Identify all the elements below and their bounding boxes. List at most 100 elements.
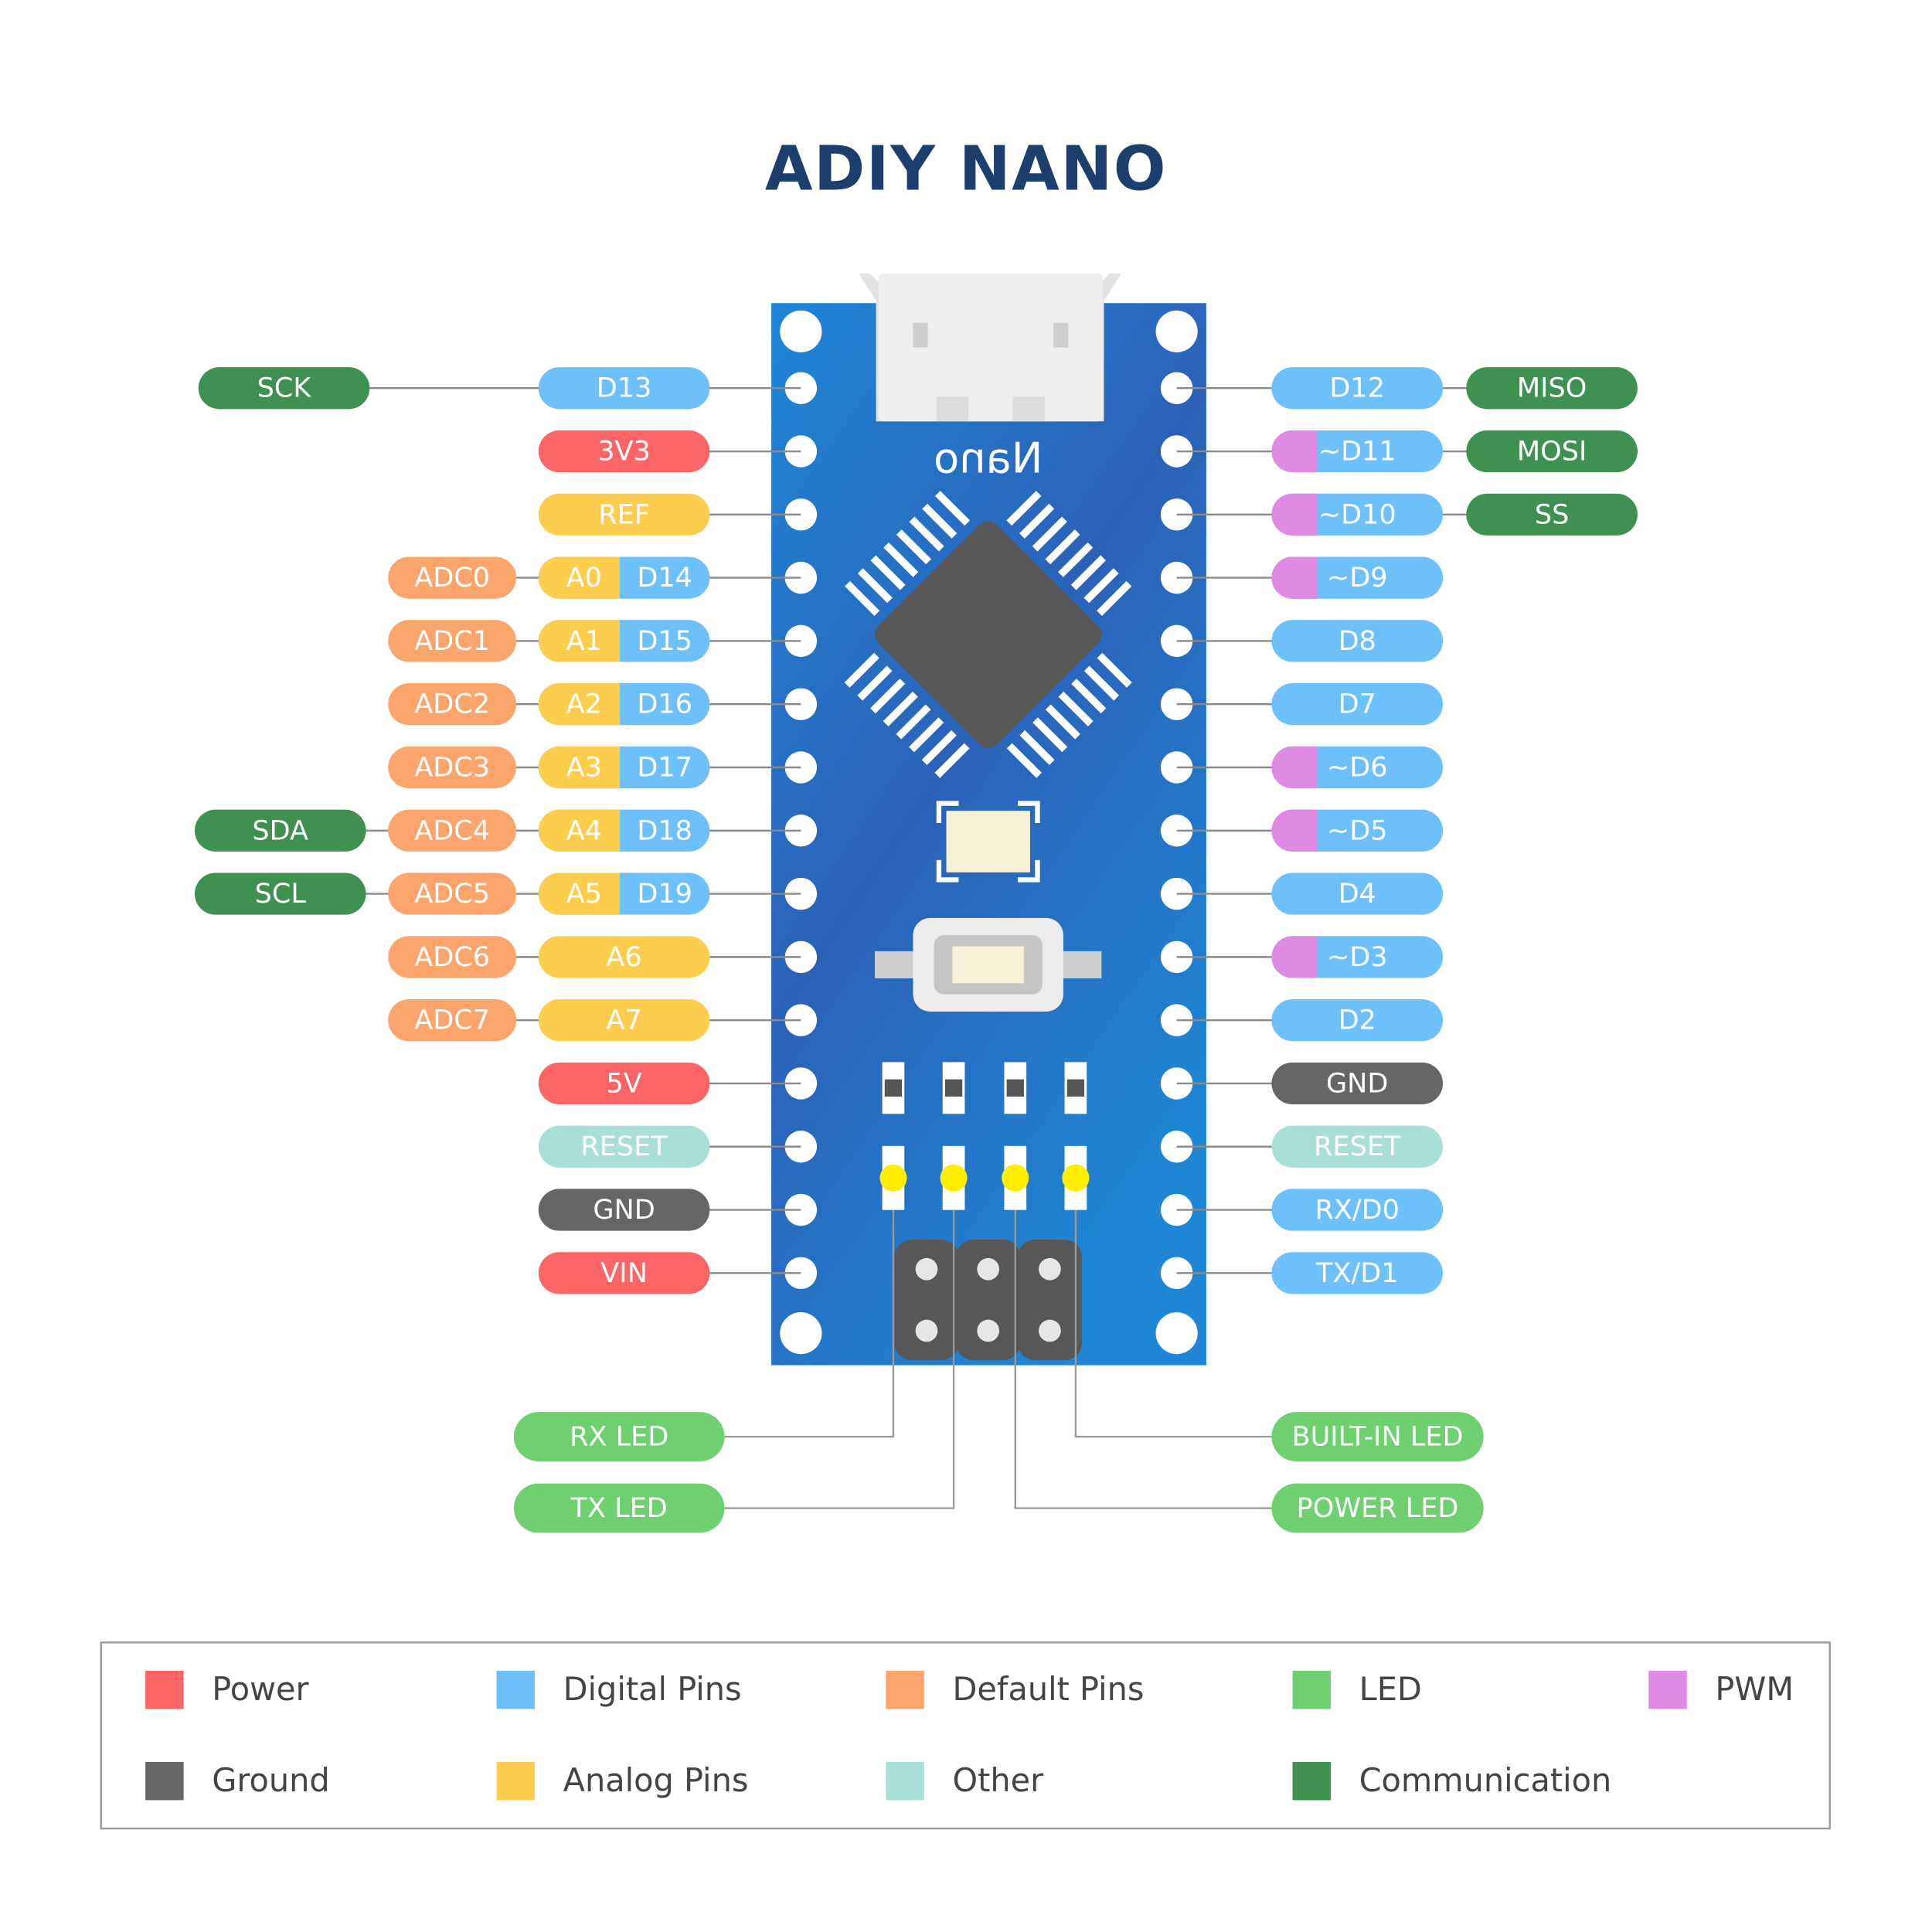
resistor-band — [1006, 1079, 1024, 1097]
legend-label-analog: Analog Pins — [563, 1762, 749, 1799]
led-label-rx-led — [513, 1412, 725, 1461]
legend-box — [100, 1641, 1831, 1830]
pin-hole — [784, 815, 818, 847]
pwm-marker-cap — [1271, 493, 1314, 536]
pwm-marker-cap — [1271, 809, 1314, 852]
pin-label-analog-cap — [538, 746, 580, 789]
pin-label-adc2 — [388, 683, 517, 726]
led-connector-line — [724, 1209, 895, 1438]
pin-label-analog-cap — [538, 556, 580, 599]
pin-text-adc1: ADC1 — [414, 625, 490, 657]
led-label-tx-led — [513, 1483, 725, 1533]
usb-connector — [878, 273, 1103, 422]
pin-text-a2: A2 — [566, 689, 602, 720]
pin-hole — [784, 561, 818, 594]
pin-text-d17: D17 — [637, 751, 692, 783]
pin-hole — [784, 940, 818, 974]
page-title: ADIY NANO — [764, 133, 1168, 205]
resistor-band — [1066, 1079, 1085, 1097]
chip-leg — [883, 542, 919, 577]
pin-label-d7 — [1271, 683, 1444, 726]
pin-label-reset — [538, 1125, 710, 1168]
chip-leg — [934, 743, 970, 778]
chip-leg — [1045, 704, 1080, 740]
pin-text-pwm-d10: ~D10 — [1318, 498, 1396, 530]
pin-text-adc7: ADC7 — [414, 1005, 490, 1036]
pin-hole — [784, 372, 818, 404]
board-label: Nano — [934, 434, 1043, 483]
chip-leg — [1006, 743, 1042, 778]
legend-label-default: Default Pins — [952, 1671, 1144, 1708]
pin-label-sda — [194, 809, 366, 852]
pin-hole — [784, 435, 818, 468]
chip-leg — [934, 491, 971, 526]
legend-label-power: Power — [212, 1671, 309, 1708]
chip-leg — [845, 580, 880, 616]
mounting-hole — [1155, 1312, 1198, 1355]
legend-swatch-communication — [1292, 1761, 1331, 1801]
crystal-outline — [936, 801, 1040, 883]
icsp-pin — [1039, 1257, 1061, 1281]
pin-text-a6: A6 — [606, 941, 641, 973]
pin-text-d18: D18 — [637, 815, 692, 846]
legend-swatch-default — [886, 1671, 924, 1709]
chip-leg — [1032, 717, 1068, 753]
pin-label-adc6 — [388, 936, 517, 978]
pin-hole — [784, 624, 818, 658]
pin-hole — [784, 877, 818, 910]
led-label-power-led — [1271, 1483, 1484, 1533]
pin-label-tx/d1 — [1271, 1252, 1444, 1294]
chip-leg — [1019, 503, 1055, 539]
mounting-hole — [780, 310, 822, 352]
pin-label-a6 — [538, 936, 710, 978]
led-light-icon — [940, 1164, 968, 1192]
led-connector-line — [724, 1209, 955, 1509]
pwm-marker-cap — [1271, 556, 1314, 599]
chip-leg — [1032, 516, 1067, 552]
pin-text-a0: A0 — [566, 562, 602, 594]
pin-hole — [784, 688, 818, 720]
pin-text-d15: D15 — [637, 625, 692, 657]
pin-text-reset: RESET — [1314, 1131, 1401, 1162]
pin-text-pwm-d11: ~D11 — [1318, 436, 1396, 468]
pin-text-d12: D12 — [1329, 372, 1385, 404]
chip-leg — [909, 717, 944, 753]
chip-leg — [1083, 568, 1119, 604]
pin-text-tx/d1: TX/D1 — [1315, 1257, 1399, 1289]
pin-text-3v3: 3V3 — [597, 436, 651, 468]
pin-text-ref: REF — [598, 498, 650, 530]
pin-text-ss: SS — [1535, 498, 1570, 530]
pin-label-vin — [538, 1252, 710, 1294]
legend-label-other: Other — [952, 1762, 1044, 1799]
pin-label-d2 — [1271, 999, 1444, 1042]
pin-text-sck: SCK — [257, 372, 312, 404]
pin-text-d14: D14 — [637, 562, 692, 594]
pin-text-a5: A5 — [566, 878, 602, 910]
chip-leg — [921, 730, 957, 766]
icsp-header — [894, 1239, 959, 1361]
icsp-header — [956, 1239, 1021, 1361]
icsp-pin — [977, 1257, 1000, 1281]
pin-label-adc1 — [388, 620, 517, 662]
pin-text-adc2: ADC2 — [414, 689, 490, 720]
chip-leg — [922, 503, 957, 539]
chip-leg — [1058, 542, 1094, 577]
pin-label-d13 — [538, 367, 710, 410]
usb-pad-icon — [1012, 396, 1046, 422]
pin-text-5v: 5V — [606, 1067, 641, 1099]
pin-label-adc0 — [388, 556, 517, 599]
pin-text-d4: D4 — [1338, 878, 1376, 910]
pin-text-miso: MISO — [1517, 372, 1587, 404]
legend-swatch-ground — [145, 1761, 184, 1801]
icsp-pin — [1039, 1319, 1061, 1342]
pin-text-a1: A1 — [566, 625, 602, 657]
pin-label-adc3 — [388, 746, 517, 789]
led-text: RX LED — [570, 1421, 668, 1453]
pin-text-pwm-d9: ~D9 — [1327, 562, 1388, 594]
pin-text-gnd: GND — [593, 1194, 655, 1226]
pin-text-adc6: ADC6 — [414, 941, 490, 973]
usb-slot-icon — [1053, 322, 1069, 348]
icsp-pin — [915, 1257, 938, 1281]
pin-hole — [784, 1257, 818, 1290]
pin-hole — [784, 1193, 818, 1226]
